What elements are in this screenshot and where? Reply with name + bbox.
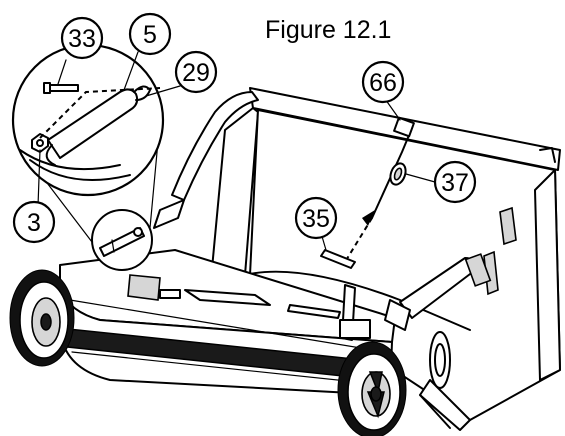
callout-3: 3	[12, 200, 56, 244]
magnified-detail-circle	[11, 43, 165, 197]
svg-text:5: 5	[143, 21, 157, 49]
svg-text:29: 29	[182, 59, 210, 87]
svg-text:33: 33	[68, 25, 96, 53]
left-wheel	[9, 269, 75, 367]
detail-target-circle	[91, 209, 153, 271]
callout-35: 35	[294, 196, 338, 240]
svg-text:37: 37	[441, 169, 469, 197]
svg-text:35: 35	[302, 205, 330, 233]
callout-29: 29	[174, 50, 218, 94]
hopper-rod-assembly	[320, 116, 415, 269]
callout-37: 37	[433, 160, 477, 204]
figure-title: Figure 12.1	[265, 16, 391, 44]
handle-tubes	[153, 91, 492, 319]
svg-text:3: 3	[27, 209, 41, 237]
callout-5: 5	[128, 12, 172, 56]
callout-33: 33	[60, 16, 104, 60]
sweeper-body	[59, 249, 411, 396]
svg-text:66: 66	[369, 69, 397, 97]
hopper	[209, 87, 561, 431]
callout-66: 66	[361, 60, 405, 104]
right-wheel	[337, 341, 407, 436]
